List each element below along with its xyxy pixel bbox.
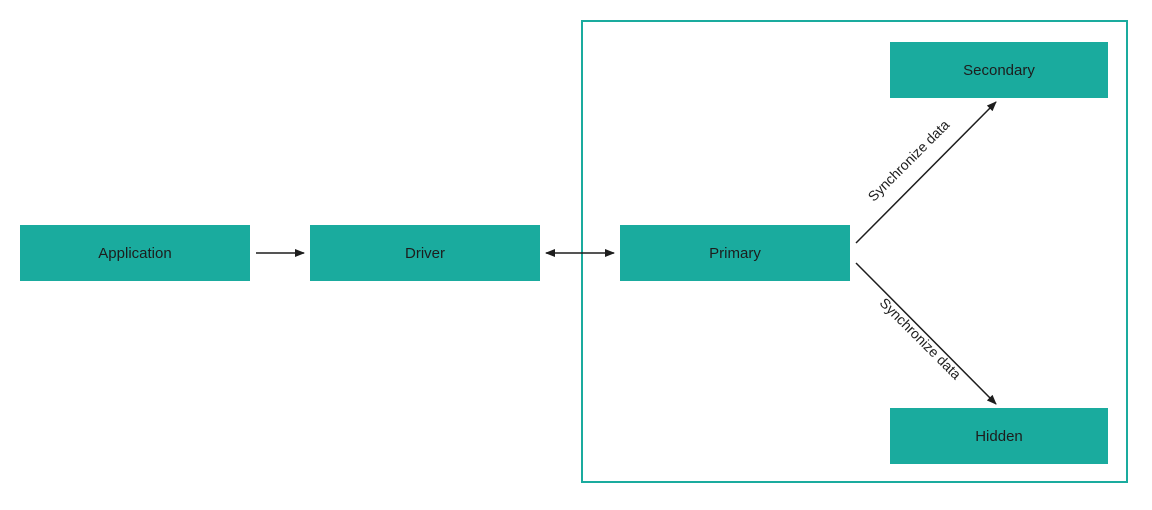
secondary-label: Secondary xyxy=(963,61,1035,79)
application-label: Application xyxy=(98,244,172,262)
primary-node[interactable]: Primary xyxy=(620,225,850,281)
driver-node[interactable]: Driver xyxy=(310,225,540,281)
application-node[interactable]: Application xyxy=(20,225,250,281)
secondary-node[interactable]: Secondary xyxy=(890,42,1108,98)
driver-label: Driver xyxy=(405,244,445,262)
hidden-node[interactable]: Hidden xyxy=(890,408,1108,464)
hidden-label: Hidden xyxy=(975,427,1023,445)
primary-label: Primary xyxy=(709,244,761,262)
